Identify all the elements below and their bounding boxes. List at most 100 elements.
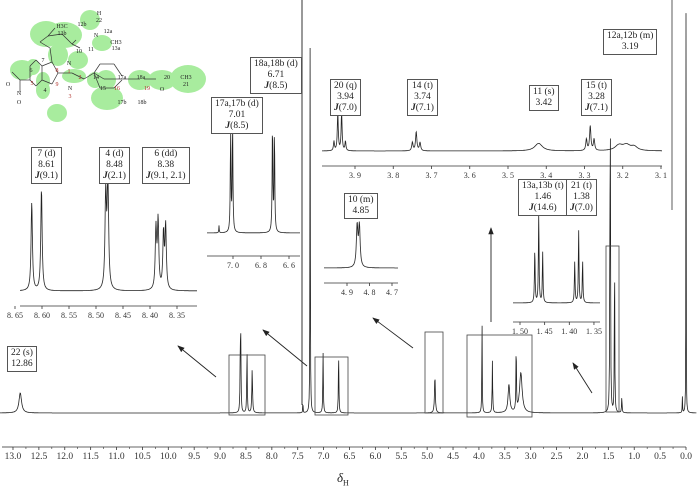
zoom-region-box [605,245,620,413]
bond [51,61,59,74]
atom-label: O [17,100,22,106]
atom-label: 6 [30,68,33,74]
arrow-icon [372,317,414,349]
inset-aliphatic-x-axis-tick-label: 3. 2 [617,171,629,180]
main-x-axis-tick-label: 11.0 [108,452,125,462]
arrow-icon [177,345,217,378]
inset-aromatic-x-axis-tick-label: 8. 55 [61,311,77,320]
inset-aromatic-x-axis-tick-label: 8. 40 [142,311,158,320]
signal-coupling: J(8.5) [254,81,298,92]
main-x-axis-tick-label: 5.5 [395,452,407,462]
bond [41,79,53,85]
bond [93,72,105,80]
zoom-region-box [228,354,266,416]
main-x-axis-tick-label: 0.5 [654,452,666,462]
atom-label: 10 [76,49,82,55]
main-spectrum-trace [0,13,697,414]
signal-label-s12: 12a,12b (m)3.19 [603,29,658,55]
atom-highlight [170,65,206,93]
signal-assignment: 18a,18b (d) [254,59,298,69]
atom-label: 17a [118,75,127,81]
atom-highlight [92,35,112,51]
atom-label: CH3 [180,75,191,81]
coupling-symbol: J [585,103,590,113]
bond [71,72,85,80]
atom-highlight [128,70,152,90]
atom-label: H3C [56,24,67,30]
bond [39,35,49,43]
atom-label: 12b [78,22,87,28]
atom-label: 4 [44,88,47,94]
signal-assignment: 15 (t) [586,81,607,91]
atom-label: CH3 [110,40,121,46]
signal-assignment: 17a,17b (d) [215,99,259,109]
bond [41,61,53,67]
atom-label: N [67,61,72,67]
atom-label: 5 [31,81,34,87]
inset-methyl-trace [513,214,600,304]
bond [93,63,101,74]
atom-label: 18b [138,100,147,106]
bond [11,71,21,81]
coupling-symbol: J [264,81,270,91]
atom-label: 19 [144,86,150,92]
signal-assignment: 12a,12b (m) [607,31,654,41]
main-x-axis-tick-label: 5.0 [421,452,433,462]
x-axis-label-sub: H [343,478,349,488]
inset-aliphatic-x-axis-tick-label: 3. 8 [387,171,399,180]
coupling-symbol: J [411,103,416,113]
main-x-axis-tick-label: 3.0 [525,452,537,462]
x-axis-label: δH [337,470,349,488]
signal-shift: 7.01 [228,110,246,120]
bond [61,33,73,45]
main-x-axis-tick-label: 6.0 [369,452,381,462]
signal-coupling: J(14.6) [522,203,564,214]
main-x-axis-tick-label: 4.5 [447,452,459,462]
atom-label: 2 [79,75,82,81]
inset-phenyl-x-axis-tick-label: 7. 0 [227,261,239,270]
signal-assignment: 4 (d) [105,149,124,159]
inset-methyl-x-axis-tick-label: 1. 50 [512,327,528,336]
inset-aromatic-x-axis-tick-label: 8. 60 [34,311,50,320]
bond [47,33,63,37]
inset-ch-x-axis-tick-label: 4. 8 [364,288,376,297]
signal-shift: 12.86 [11,359,33,369]
signal-coupling: J(8.5) [215,121,259,132]
signal-shift: 3.28 [588,92,605,102]
main-x-axis-tick-label: 8.0 [266,452,278,462]
signal-assignment: 10 (m) [348,195,374,205]
inset-aromatic-x-axis-tick-label: 8. 45 [115,311,131,320]
inset-methyl-x-axis-tick-label: 1. 40 [561,327,577,336]
inset-ch-x-axis-tick-label: 4. 9 [341,288,353,297]
atom-label: 16 [114,86,120,92]
atom-highlight [62,69,86,83]
atom-label: O [160,87,165,93]
inset-phenyl-trace [207,128,300,234]
signal-assignment: 7 (d) [37,149,56,159]
atom-label: 11 [88,47,94,53]
inset-ch-x-axis-tick-label: 4. 7 [386,288,398,297]
atom-label: 13a [112,46,121,52]
atom-highlight [36,81,50,99]
signal-shift: 1.46 [534,192,552,202]
main-x-axis-tick-label: 2.0 [577,452,589,462]
signal-shift: 3.94 [337,92,354,102]
atom-label: 3 [69,94,72,100]
inset-phenyl-x-axis-tick-label: 6. 8 [255,261,267,270]
signal-assignment: 22 (s) [11,348,33,358]
signal-label-s22: 22 (s)12.86 [7,346,37,372]
main-x-axis-tick-label: 11.5 [83,452,100,462]
zoom-region-box [466,334,533,418]
main-x-axis-tick-label: 10.5 [134,452,151,462]
atom-label: 9 [56,82,59,88]
atom-highlight [68,51,88,69]
main-x-axis-tick-label: 6.5 [344,452,356,462]
inset-aliphatic-x-axis-tick-label: 3. 9 [349,171,361,180]
bond [71,39,77,45]
